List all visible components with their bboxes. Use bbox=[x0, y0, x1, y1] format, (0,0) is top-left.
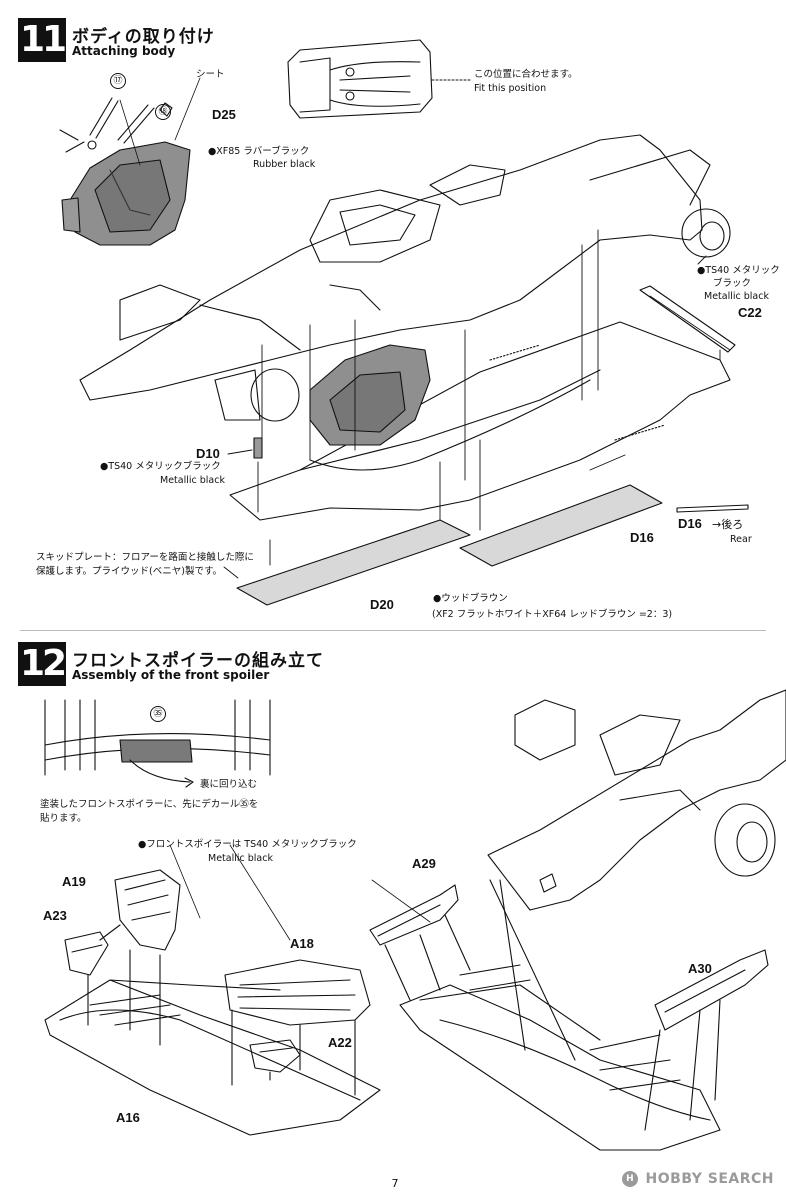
circle-35: ㉟ bbox=[150, 706, 166, 722]
seat-label: シート bbox=[196, 69, 225, 80]
part-c22 bbox=[639, 285, 736, 353]
part-a30-label: A30 bbox=[688, 961, 712, 976]
part-d20-label: D20 bbox=[370, 597, 394, 612]
circle-18: ⑱ bbox=[155, 104, 171, 120]
page-number: 7 bbox=[391, 1177, 399, 1190]
fit-position-en: Fit this position bbox=[474, 83, 547, 94]
part-d16-label: D16 bbox=[630, 530, 654, 545]
step-11-title-en: Attaching body bbox=[72, 44, 176, 58]
ts40-left-en: Metallic black bbox=[160, 475, 225, 486]
skid-note-line2: 保護します。プライウッド(ベニヤ)製です。 bbox=[36, 566, 223, 577]
ts40-right-jp1: ●TS40 メタリック bbox=[697, 265, 780, 276]
fit-position-jp: この位置に合わせます。 bbox=[474, 69, 578, 80]
skid-note-line1: スキッドプレート：フロアーを路面と接触した際に bbox=[36, 552, 254, 563]
plank-d16 bbox=[459, 484, 663, 567]
part-a29-label: A29 bbox=[412, 856, 436, 871]
part-d25-label: D25 bbox=[212, 107, 236, 122]
step-divider bbox=[20, 630, 766, 631]
decal-inset bbox=[44, 699, 271, 788]
seat-d25 bbox=[61, 141, 191, 246]
d16-rear-small bbox=[676, 504, 749, 513]
step-12-number: 12 bbox=[18, 642, 67, 686]
car-body bbox=[79, 134, 731, 422]
floor-assembly bbox=[229, 321, 731, 521]
front-wing-left bbox=[44, 844, 381, 1136]
wood-brown-mix: (XF2 フラットホワイト＋XF64 レッドブラウン =2：3) bbox=[432, 609, 673, 620]
part-a23-label: A23 bbox=[43, 908, 67, 923]
front-spoiler-ts40-jp: ●フロントスポイラーは TS40 メタリックブラック bbox=[138, 839, 357, 850]
part-a22-label: A22 bbox=[328, 1035, 352, 1050]
step-11-title-jp: ボディの取り付け bbox=[72, 27, 215, 47]
part-a18-label: A18 bbox=[290, 936, 314, 951]
step-12-title-jp: フロントスポイラーの組み立て bbox=[72, 651, 324, 671]
wood-brown-jp: ●ウッドブラウン bbox=[433, 593, 508, 604]
ts40-right-en: Metallic black bbox=[704, 291, 769, 302]
ts40-left-jp: ●TS40 メタリックブラック bbox=[100, 461, 221, 472]
watermark-logo-icon: H bbox=[622, 1171, 639, 1187]
guide-lines-11 bbox=[223, 229, 721, 579]
xf85-note-jp: ●XF85 ラバーブラック bbox=[208, 146, 310, 157]
step-11-number: 11 bbox=[18, 18, 67, 62]
wrap-back-note: 裏に回り込む bbox=[200, 779, 258, 790]
rear-arrow-jp: →後ろ bbox=[712, 518, 744, 531]
rear-en: Rear bbox=[730, 534, 752, 545]
decal-note-line1: 塗装したフロントスポイラーに、先にデカール㉟を bbox=[40, 799, 259, 810]
decal-note-line2: 貼ります。 bbox=[40, 813, 87, 824]
front-wing-right bbox=[369, 879, 769, 1151]
circle-17: ⑰ bbox=[110, 73, 126, 89]
part-c22-label: C22 bbox=[738, 305, 762, 320]
step-12-title-en: Assembly of the front spoiler bbox=[72, 668, 270, 682]
watermark: H HOBBY SEARCH bbox=[622, 1171, 774, 1187]
front-chassis bbox=[487, 689, 786, 911]
part-a19-label: A19 bbox=[62, 874, 86, 889]
xf85-note-en: Rubber black bbox=[253, 159, 316, 170]
part-d16-small-label: D16 bbox=[678, 516, 702, 531]
skid-d20 bbox=[236, 519, 471, 606]
seatbelt-parts bbox=[59, 77, 201, 166]
ts40-right-jp2: ブラック bbox=[713, 278, 752, 289]
chassis-top-view bbox=[287, 39, 471, 119]
watermark-text: HOBBY SEARCH bbox=[645, 1171, 774, 1187]
part-a16-label: A16 bbox=[116, 1110, 140, 1125]
part-d10-label: D10 bbox=[196, 446, 220, 461]
front-spoiler-ts40-en: Metallic black bbox=[208, 853, 273, 864]
